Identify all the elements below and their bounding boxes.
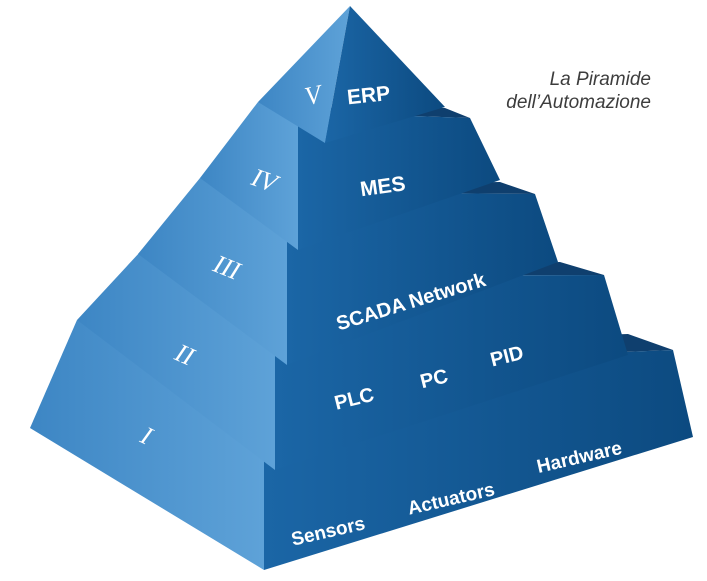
caption-line-1: La Piramide [549, 69, 651, 90]
pyramid-level-5 [258, 6, 445, 143]
level-5-left-face [258, 6, 350, 143]
level-5-right-face [325, 6, 445, 143]
level-3-right-face [287, 192, 558, 365]
pyramid-caption: La Piramide dell’Automazione [506, 68, 651, 114]
level-4-left-face [200, 102, 298, 250]
level-3-left-face [138, 178, 287, 365]
caption-line-2: dell’Automazione [506, 92, 651, 113]
label-erp: ERP [346, 82, 391, 109]
level-4-right-face [298, 112, 500, 250]
